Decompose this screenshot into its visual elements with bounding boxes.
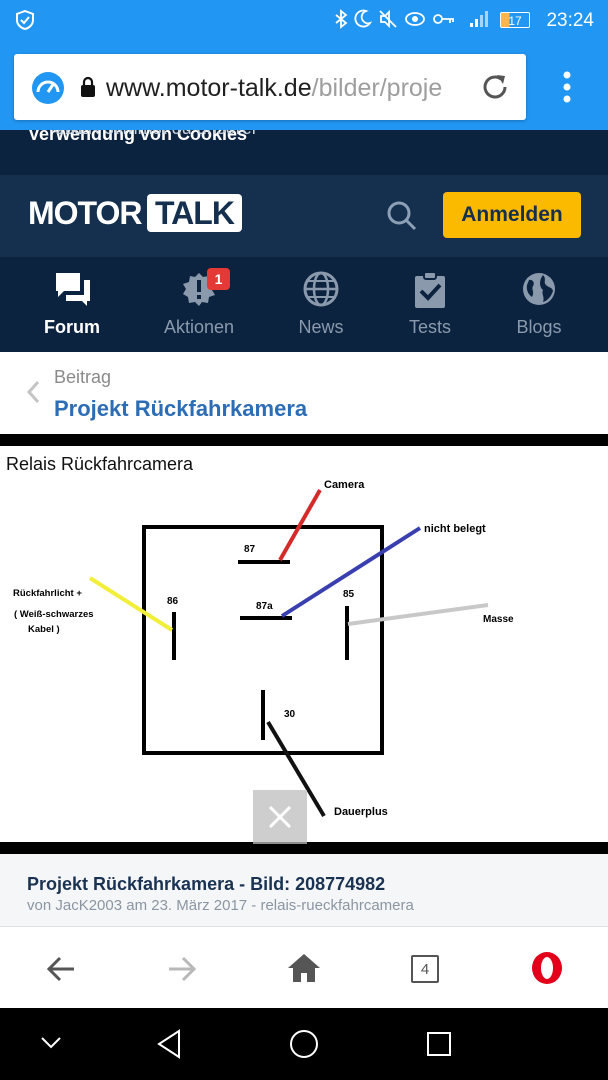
nav-item-aktionen[interactable]: 1 Aktionen — [139, 257, 259, 352]
page-title[interactable]: Projekt Rückfahrkamera — [54, 396, 308, 421]
nav-back-icon[interactable] — [156, 1029, 182, 1059]
url-bar[interactable]: www.motor-talk.de/bilder/proje — [14, 54, 526, 120]
moon-icon — [354, 9, 372, 28]
pin-label-87a: 87a — [256, 601, 273, 612]
nav-label-forum: Forum — [44, 317, 100, 337]
breadcrumb-label[interactable]: Beitrag — [54, 367, 112, 387]
shield-icon — [16, 10, 34, 30]
chevron-down-icon[interactable] — [40, 1036, 62, 1050]
image-title: Projekt Rückfahrkamera - Bild: 208774982 — [27, 874, 386, 894]
logo-motor[interactable]: MOTOR — [28, 195, 143, 231]
nav-recents-icon[interactable] — [426, 1031, 452, 1057]
label-dauerplus: Dauerplus — [334, 806, 388, 818]
browser-toolbar: www.motor-talk.de/bilder/proje — [0, 40, 608, 130]
image-meta[interactable]: von JacK2003 am 23. März 2017 - relais-r… — [27, 897, 414, 914]
relay-diagram: Relais Rückfahrcamera 87 87a 86 85 30 Ca… — [0, 446, 608, 842]
eye-icon — [405, 12, 425, 26]
home-icon[interactable] — [287, 952, 321, 984]
lock-icon — [81, 76, 95, 97]
system-nav-bar — [0, 1008, 608, 1080]
nav-item-forum[interactable]: Forum — [12, 257, 132, 352]
wire-nicht-belegt — [280, 526, 422, 618]
mute-icon — [379, 9, 397, 29]
status-icons — [334, 9, 488, 29]
menu-dots-icon[interactable] — [560, 70, 574, 104]
image-viewer: Relais Rückfahrcamera 87 87a 86 85 30 Ca… — [0, 434, 608, 854]
login-button[interactable]: Anmelden — [443, 192, 581, 238]
nav-item-tests[interactable]: Tests — [370, 257, 490, 352]
pin-label-85: 85 — [343, 589, 355, 600]
reload-icon[interactable] — [480, 72, 510, 102]
breadcrumb: Beitrag Projekt Rückfahrkamera — [0, 352, 608, 434]
status-time: 23:24 — [546, 10, 594, 31]
cookie-text-after: zu. — [56, 130, 80, 139]
key-icon — [433, 14, 454, 24]
speed-dial-icon[interactable] — [30, 70, 66, 104]
pin-label-87: 87 — [244, 544, 256, 555]
image-info: Projekt Rückfahrkamera - Bild: 208774982… — [0, 854, 608, 926]
label-weiss-schwarzes: ( Weiß-schwarzes — [14, 609, 94, 620]
nav-home-icon[interactable] — [289, 1029, 319, 1059]
chevron-left-icon[interactable] — [26, 380, 40, 404]
back-arrow-icon[interactable] — [46, 955, 76, 983]
label-nicht-belegt: nicht belegt — [424, 523, 486, 535]
status-bar: 17 23:24 — [0, 0, 608, 40]
url-path: /bilder/proje — [311, 74, 443, 102]
site-header: MOTOR TALK Anmelden — [0, 175, 608, 257]
signal-icon — [470, 11, 488, 27]
cookie-text: TALK stimmst du unserer Verwendung von C… — [28, 130, 258, 145]
globe-icon — [303, 271, 339, 307]
clipboard-check-icon — [415, 271, 445, 308]
logo-talk[interactable]: TALK — [147, 194, 242, 232]
wire-rueckfahrlicht — [88, 576, 174, 632]
close-icon — [268, 805, 292, 829]
relay-box — [142, 525, 384, 755]
diagram-title: Relais Rückfahrcamera — [6, 454, 194, 474]
label-rueckfahrlicht: Rückfahrlicht + — [13, 588, 82, 599]
label-camera: Camera — [324, 479, 365, 491]
browser-bottom-bar: 4 — [0, 926, 608, 1009]
forward-arrow-icon[interactable] — [167, 955, 197, 983]
cookie-link[interactable]: Verwendung von Cookies — [28, 130, 248, 144]
main-nav: Forum 1 Aktionen News Tests — [0, 257, 608, 352]
wire-camera — [278, 489, 322, 561]
world-map-icon — [523, 273, 555, 305]
bluetooth-icon — [335, 9, 348, 29]
nav-item-blogs[interactable]: Blogs — [479, 257, 599, 352]
wire-dauerplus — [266, 720, 326, 818]
pin-label-30: 30 — [284, 709, 296, 720]
url-text[interactable]: www.motor-talk.de/bilder/proje — [106, 74, 466, 103]
forum-icon — [56, 273, 90, 306]
nav-label-news: News — [298, 317, 344, 337]
cookie-notice: TALK stimmst du unserer Verwendung von C… — [0, 130, 608, 175]
battery-indicator: 17 — [500, 12, 530, 28]
search-icon[interactable] — [385, 199, 419, 233]
label-masse: Masse — [483, 614, 514, 625]
close-button[interactable] — [253, 790, 307, 844]
tabs-button[interactable]: 4 — [411, 955, 439, 983]
url-domain: www.motor-talk.de — [106, 74, 312, 102]
nav-label-blogs: Blogs — [516, 317, 562, 337]
pin-label-86: 86 — [167, 596, 179, 607]
notification-badge: 1 — [207, 268, 230, 290]
wire-masse — [347, 603, 489, 626]
opera-logo-icon[interactable] — [530, 951, 564, 985]
label-kabel: Kabel ) — [28, 624, 60, 635]
nav-label-aktionen: Aktionen — [163, 317, 235, 337]
nav-label-tests: Tests — [408, 317, 451, 337]
cookie-text-before: TALK stimmst du unserer — [56, 130, 258, 139]
nav-item-news[interactable]: News — [261, 257, 381, 352]
